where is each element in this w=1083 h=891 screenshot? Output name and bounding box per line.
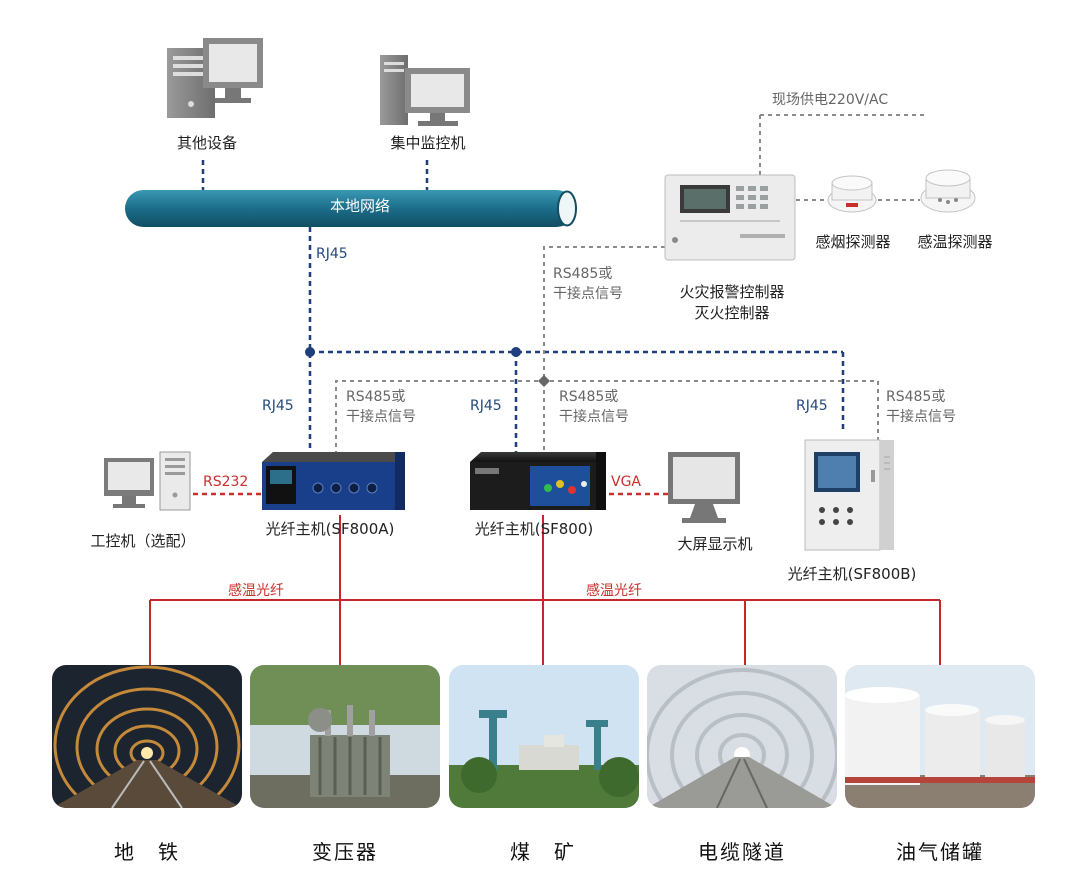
- rs485-line: RS485或: [559, 389, 619, 405]
- dry-contact-line: 干接点信号: [553, 286, 623, 302]
- dry-contact-line: 干接点信号: [559, 409, 629, 425]
- network-lines: [201, 160, 845, 455]
- photo-transformer: [250, 665, 440, 808]
- power-supply-label: 现场供电220V/AC: [772, 92, 889, 108]
- app-label-transformer: 变压器: [312, 840, 378, 864]
- rs485-label-sf800b: RS485或 干接点信号: [886, 387, 956, 427]
- fiber-host-sf800b-label: 光纤主机(SF800B): [787, 565, 917, 583]
- rj45-label-network: RJ45: [316, 246, 348, 262]
- rs485-label-controller: RS485或 干接点信号: [553, 264, 623, 304]
- rs485-line: RS485或: [346, 389, 406, 405]
- other-equipment-label: 其他设备: [176, 134, 238, 152]
- fiber-host-sf800b-icon: [804, 439, 894, 551]
- central-monitor-icon: [380, 55, 470, 126]
- app-label-subway: 地 铁: [114, 840, 180, 864]
- fire-alarm-controller-label: 火灾报警控制器 灭火控制器: [679, 282, 784, 324]
- rs485-label-sf800a: RS485或 干接点信号: [346, 387, 416, 427]
- heat-detector-icon: [920, 169, 976, 213]
- local-network-label: 本地网络: [329, 197, 390, 215]
- rs485-line: RS485或: [553, 266, 613, 282]
- rs485-label-sf800: RS485或 干接点信号: [559, 387, 629, 427]
- sensing-fiber-label-right: 感温光纤: [586, 583, 642, 599]
- fiber-host-sf800a-label: 光纤主机(SF800A): [265, 520, 395, 538]
- photo-cable-tunnel: [647, 665, 837, 808]
- industrial-pc-icon: [104, 451, 191, 511]
- large-display-label: 大屏显示机: [677, 535, 753, 553]
- smoke-detector-label: 感烟探测器: [815, 233, 891, 251]
- industrial-pc-label: 工控机（选配）: [90, 532, 196, 550]
- rj45-label-sf800b: RJ45: [796, 398, 828, 414]
- app-label-cable-tunnel: 电缆隧道: [698, 840, 786, 864]
- rj45-label-sf800: RJ45: [470, 398, 502, 414]
- fire-alarm-panel-icon: [664, 174, 796, 261]
- signal-junction: [538, 375, 550, 387]
- server-icon: [167, 38, 263, 118]
- fire-alarm-controller-line: 火灾报警控制器: [679, 283, 785, 301]
- network-junction: [305, 347, 315, 357]
- signal-lines: [335, 114, 925, 455]
- dry-contact-line: 干接点信号: [886, 409, 956, 425]
- large-display-icon: [668, 452, 740, 523]
- rs232-label: RS232: [203, 474, 249, 490]
- extinguish-controller-line: 灭火控制器: [694, 304, 770, 322]
- fiber-host-sf800-label: 光纤主机(SF800): [474, 520, 594, 538]
- photo-coal-mine: [449, 665, 639, 808]
- heat-detector-label: 感温探测器: [917, 233, 993, 251]
- app-label-oil-gas-tanks: 油气储罐: [896, 840, 984, 864]
- rs485-line: RS485或: [886, 389, 946, 405]
- rj45-label-sf800a: RJ45: [262, 398, 294, 414]
- dry-contact-line: 干接点信号: [346, 409, 416, 425]
- app-label-coal-mine: 煤 矿: [510, 840, 576, 864]
- sensing-fiber-label-left: 感温光纤: [228, 583, 284, 599]
- photo-subway: [52, 665, 242, 808]
- fiber-host-sf800-icon: [470, 452, 606, 510]
- local-network-tube: [125, 190, 577, 227]
- photo-oil-gas-tanks: [845, 665, 1035, 808]
- vga-label: VGA: [611, 474, 642, 490]
- central-monitor-label: 集中监控机: [390, 134, 466, 152]
- fiber-lines: [149, 515, 941, 665]
- network-junction: [511, 347, 521, 357]
- fiber-host-sf800a-icon: [262, 452, 405, 510]
- smoke-detector-icon: [827, 175, 877, 213]
